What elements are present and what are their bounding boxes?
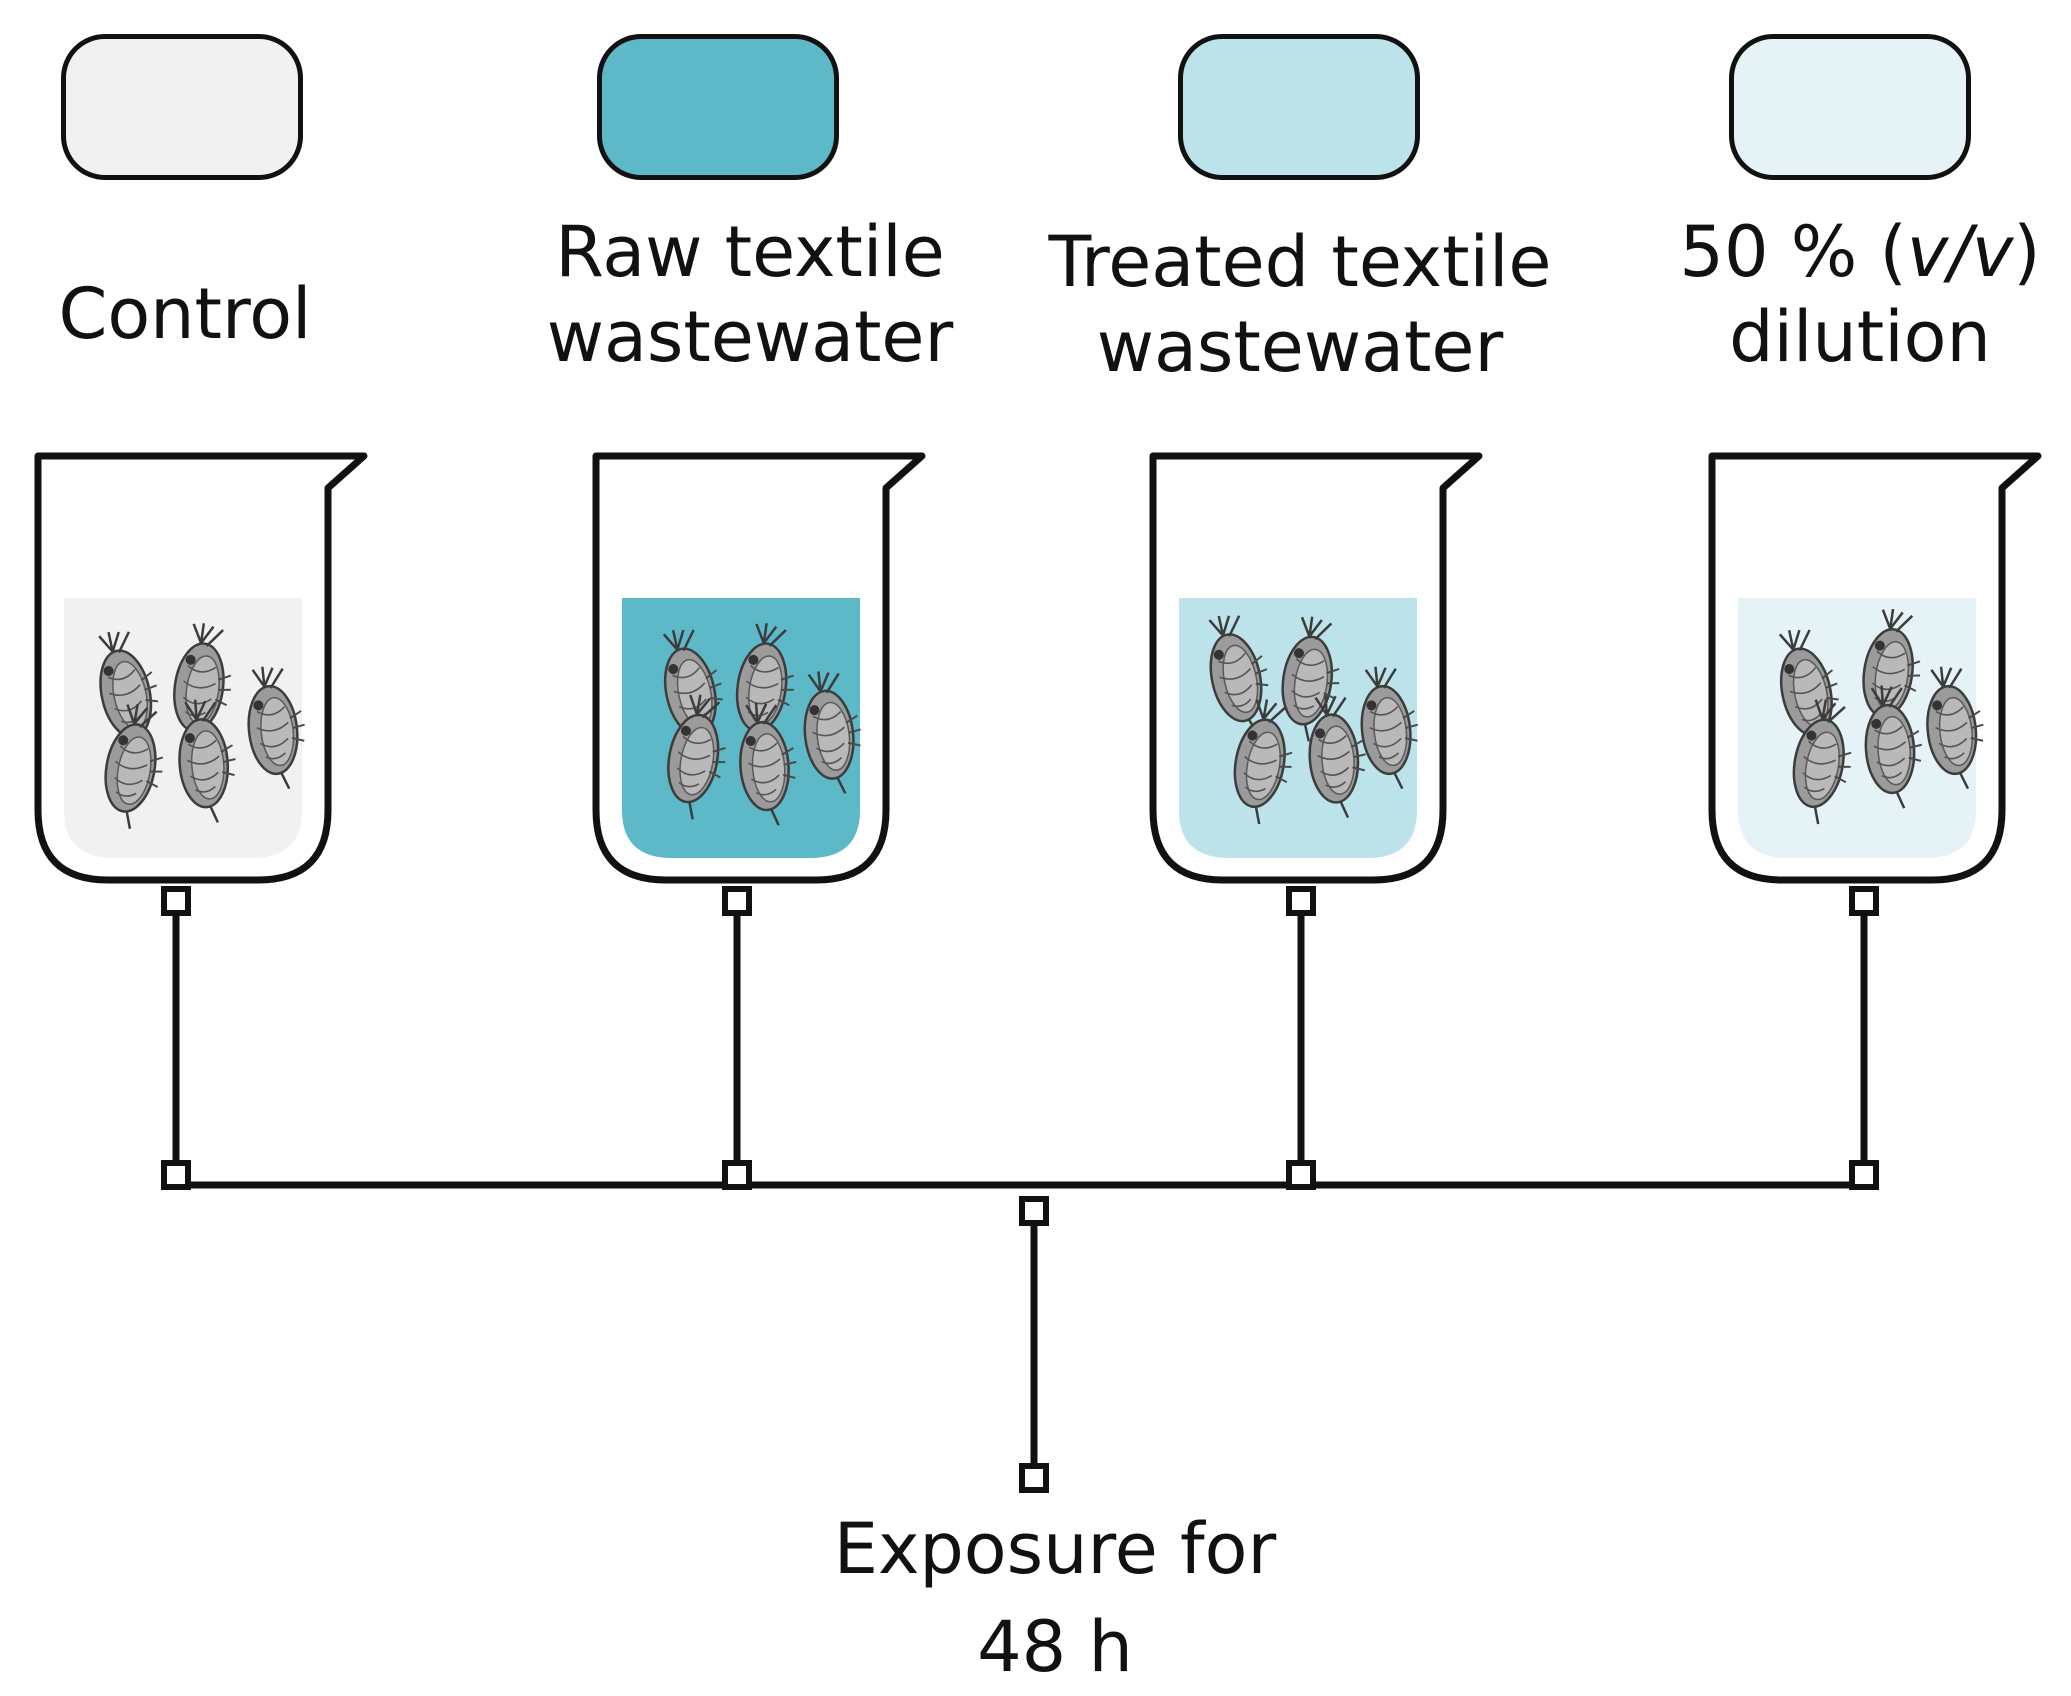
connector-node-top-dilution xyxy=(1849,886,1879,916)
beaker-raw-wastewater xyxy=(592,452,926,884)
label-raw-line2: wastewater xyxy=(546,296,954,379)
dilution-suffix: ) xyxy=(2013,211,2041,293)
beaker-dilution xyxy=(1708,452,2042,884)
exposure-line2: 48 h xyxy=(977,1606,1133,1688)
beaker-outline-treated-wastewater xyxy=(1149,452,1483,884)
label-raw-line1: Raw textile xyxy=(555,211,945,293)
swatch-control xyxy=(61,34,303,180)
label-dilution-line1: 50 % (v/v) xyxy=(1660,210,2060,295)
label-treated-line1: Treated textile xyxy=(1048,221,1552,303)
swatch-raw-wastewater xyxy=(597,34,839,180)
center-node-bottom xyxy=(1019,1463,1049,1493)
label-control: Control xyxy=(20,272,350,357)
label-dilution-line2: dilution xyxy=(1729,296,1991,379)
label-dilution: 50 % (v/v) dilution xyxy=(1660,210,2060,381)
bus-node-raw-wastewater xyxy=(722,1160,752,1190)
label-control-text: Control xyxy=(58,273,312,355)
beaker-outline-control xyxy=(34,452,368,884)
beaker-outline-dilution xyxy=(1708,452,2042,884)
label-raw-wastewater: Raw textile wastewater xyxy=(520,210,980,381)
dilution-vv: v/v xyxy=(1906,211,2014,293)
swatch-treated-wastewater xyxy=(1178,34,1420,180)
beaker-treated-wastewater xyxy=(1149,452,1483,884)
bus-node-treated-wastewater xyxy=(1286,1160,1316,1190)
exposure-line1: Exposure for xyxy=(833,1508,1277,1590)
beaker-outline-raw-wastewater xyxy=(592,452,926,884)
label-treated-line2: wastewater xyxy=(1096,306,1504,389)
connector-node-top-control xyxy=(161,886,191,916)
connector-node-top-raw-wastewater xyxy=(722,886,752,916)
beaker-control xyxy=(34,452,368,884)
exposure-label: Exposure for 48 h xyxy=(760,1500,1350,1696)
bus-node-control xyxy=(161,1160,191,1190)
label-treated-wastewater: Treated textile wastewater xyxy=(1010,220,1590,391)
center-node-top xyxy=(1019,1196,1049,1226)
dilution-prefix: 50 % ( xyxy=(1679,211,1907,293)
bus-node-dilution xyxy=(1849,1160,1879,1190)
swatch-dilution xyxy=(1729,34,1971,180)
connector-node-top-treated-wastewater xyxy=(1286,886,1316,916)
